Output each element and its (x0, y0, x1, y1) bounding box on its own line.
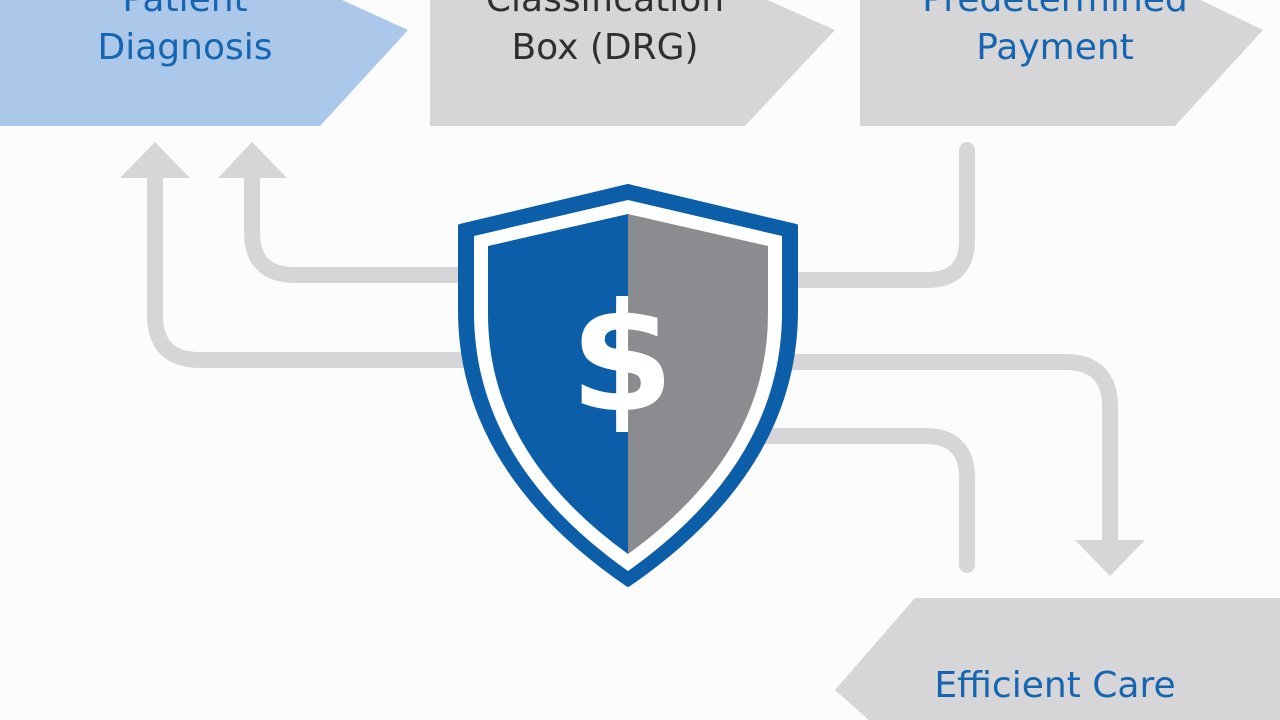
patient-diagnosis-arrow (0, 0, 408, 126)
patient-diagnosis-line1: Patient (40, 0, 330, 24)
patient-diagnosis-line2: Diagnosis (97, 27, 273, 68)
arrowhead-up-inner (218, 142, 287, 178)
arrowhead-down-right (1075, 540, 1145, 576)
payment-line2: Payment (976, 27, 1134, 68)
shield-dollar-icon: $ (458, 184, 798, 587)
classification-line2: Box (DRG) (511, 27, 699, 68)
shield-left-half (488, 214, 628, 554)
connector-outer-right (782, 354, 1118, 553)
classification-arrow (430, 0, 835, 126)
predetermined-payment-arrow (860, 0, 1263, 126)
efficient-care-line1: Efficient Care (934, 665, 1176, 706)
patient-diagnosis-label: Patient Diagnosis (40, 0, 330, 72)
connector-payment-down (782, 142, 975, 288)
connector-inner-right (752, 428, 975, 573)
connector-lines (147, 142, 1118, 573)
classification-label: Classification Box (DRG) (460, 0, 750, 72)
connector-outer-left (147, 162, 478, 368)
efficient-care-arrow (835, 598, 1280, 720)
payment-line1: Predetermined (880, 0, 1230, 24)
arrowhead-up-outer (120, 142, 190, 178)
connector-inner-left (244, 162, 478, 283)
classification-line1: Classification (460, 0, 750, 24)
predetermined-payment-label: Predetermined Payment (880, 0, 1230, 72)
efficient-care-label: Efficient Care (880, 662, 1230, 710)
shield-right-half (628, 214, 768, 554)
dollar-sign: $ (570, 272, 674, 446)
